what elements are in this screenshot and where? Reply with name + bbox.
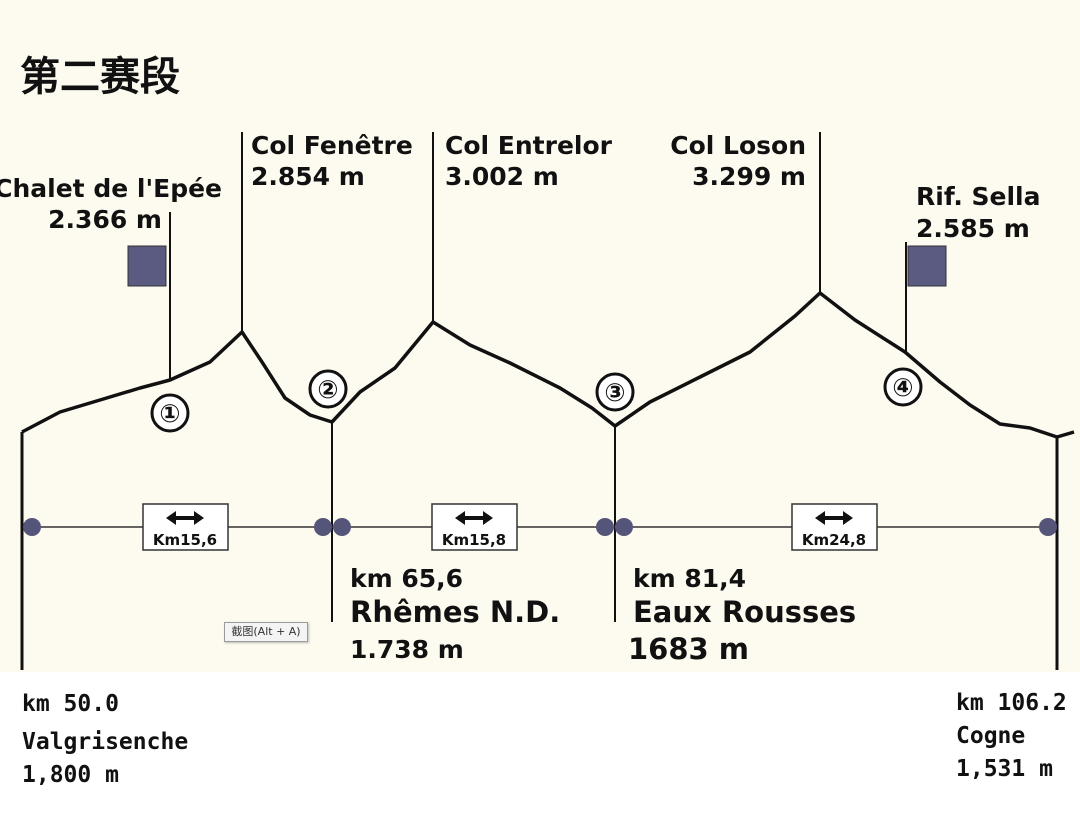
screenshot-tooltip: 截图(Alt + A)	[224, 622, 308, 642]
finish-elevation: 1,531 m	[956, 756, 1053, 782]
distance-node	[333, 518, 351, 536]
diagram-background	[0, 0, 1080, 672]
segment-box-1: Km15,6	[142, 503, 229, 551]
distance-node	[23, 518, 41, 536]
distance-node	[615, 518, 633, 536]
segment-distance-label: Km15,8	[442, 531, 506, 549]
town-name-rhemes: Rhêmes N.D.	[350, 595, 560, 629]
distance-node	[596, 518, 614, 536]
peak-elevation-col-entrelor: 3.002 m	[445, 162, 559, 191]
checkpoint-2: ②	[308, 369, 348, 409]
town-elevation-rhemes: 1.738 m	[350, 635, 464, 664]
distance-node	[314, 518, 332, 536]
peak-elevation-chalet: 2.366 m	[48, 205, 162, 234]
town-km-eaux-rousses: km 81,4	[633, 564, 746, 593]
checkpoint-3: ③	[595, 372, 635, 412]
start-name: Valgrisenche	[22, 729, 188, 755]
peak-name-rif-sella: Rif. Sella	[916, 182, 1041, 211]
segment-box-2: Km15,8	[431, 503, 518, 551]
distance-node	[1039, 518, 1057, 536]
finish-name: Cogne	[956, 723, 1025, 749]
peak-name-col-fenetre: Col Fenêtre	[251, 131, 413, 160]
flag-icon	[127, 245, 167, 287]
peak-elevation-rif-sella: 2.585 m	[916, 214, 1030, 243]
segment-distance-label: Km24,8	[802, 531, 866, 549]
svg-text:④: ④	[892, 373, 913, 402]
segment-distance-label: Km15,6	[153, 531, 217, 549]
peak-elevation-col-loson: 3.299 m	[692, 162, 806, 191]
start-elevation: 1,800 m	[22, 762, 119, 788]
double-arrow-icon	[166, 511, 204, 525]
svg-text:①: ①	[159, 399, 180, 428]
svg-text:③: ③	[604, 378, 625, 407]
stage-title: 第二赛段	[20, 54, 180, 100]
start-km: km 50.0	[22, 691, 119, 717]
double-arrow-icon	[455, 511, 493, 525]
checkpoint-1: ①	[150, 393, 190, 433]
elevation-profile-line	[21, 291, 1075, 439]
town-km-rhemes: km 65,6	[350, 564, 463, 593]
segment-box-3: Km24,8	[791, 503, 878, 551]
checkpoint-4: ④	[883, 367, 923, 407]
peak-name-chalet: Chalet de l'Epée	[0, 174, 222, 203]
double-arrow-icon	[815, 511, 853, 525]
svg-text:②: ②	[317, 375, 338, 404]
peak-name-col-entrelor: Col Entrelor	[445, 131, 613, 160]
peak-elevation-col-fenetre: 2.854 m	[251, 162, 365, 191]
peak-name-col-loson: Col Loson	[670, 131, 806, 160]
town-name-eaux-rousses: Eaux Rousses	[633, 595, 856, 629]
flag-icon	[907, 245, 947, 287]
finish-km: km 106.2	[956, 690, 1067, 716]
town-elevation-eaux-rousses: 1683 m	[628, 632, 749, 666]
